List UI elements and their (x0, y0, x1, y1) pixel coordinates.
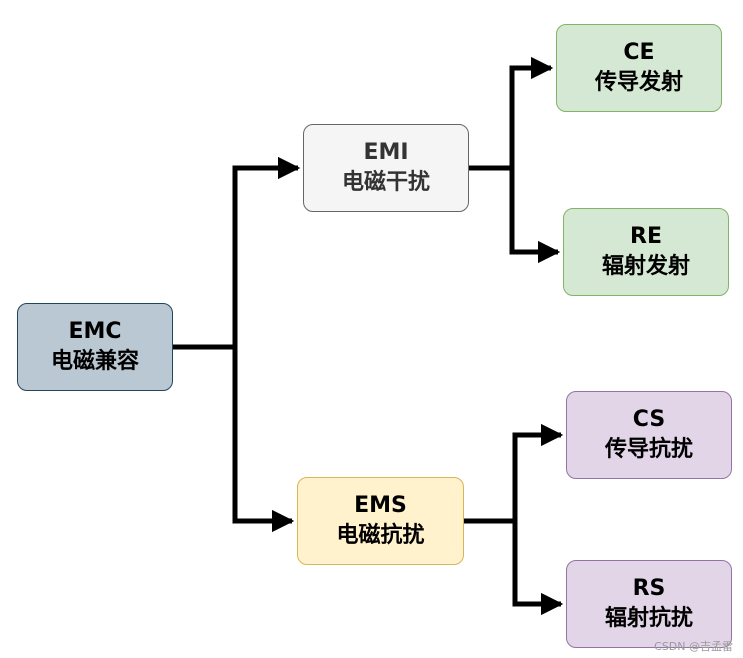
node-emi-label: 电磁干扰 (341, 170, 430, 195)
node-emc-code: EMC (68, 319, 122, 344)
node-ce-label: 传导发射 (594, 70, 683, 95)
edge-ems-cs (464, 423, 564, 524)
watermark: CSDN @吉孟雷 (654, 640, 733, 653)
edge-emi-ce (469, 56, 554, 171)
node-ems-code: EMS (354, 493, 407, 518)
node-ce-code: CE (623, 40, 655, 65)
node-rs: RS 辐射抗扰 (566, 560, 732, 648)
node-re: RE 辐射发射 (563, 208, 729, 296)
node-emc-label: 电磁兼容 (50, 349, 139, 374)
node-emc: EMC 电磁兼容 (17, 303, 173, 391)
node-re-label: 辐射发射 (601, 254, 690, 279)
edge-emi-re (469, 165, 561, 264)
node-ems-label: 电磁抗扰 (336, 523, 425, 548)
node-ems: EMS 电磁抗扰 (297, 477, 464, 565)
node-cs-code: CS (632, 407, 666, 432)
node-rs-label: 辐射抗扰 (604, 606, 693, 631)
node-rs-code: RS (632, 576, 666, 601)
node-emi: EMI 电磁干扰 (303, 124, 469, 212)
node-ce: CE 传导发射 (556, 24, 722, 112)
edge-ems-rs (464, 518, 564, 616)
node-cs-label: 传导抗扰 (604, 437, 693, 462)
node-re-code: RE (630, 224, 662, 249)
node-emi-code: EMI (363, 140, 409, 165)
edge-emc-emi (173, 156, 301, 350)
edge-emc-ems (173, 344, 295, 533)
node-cs: CS 传导抗扰 (566, 391, 732, 479)
